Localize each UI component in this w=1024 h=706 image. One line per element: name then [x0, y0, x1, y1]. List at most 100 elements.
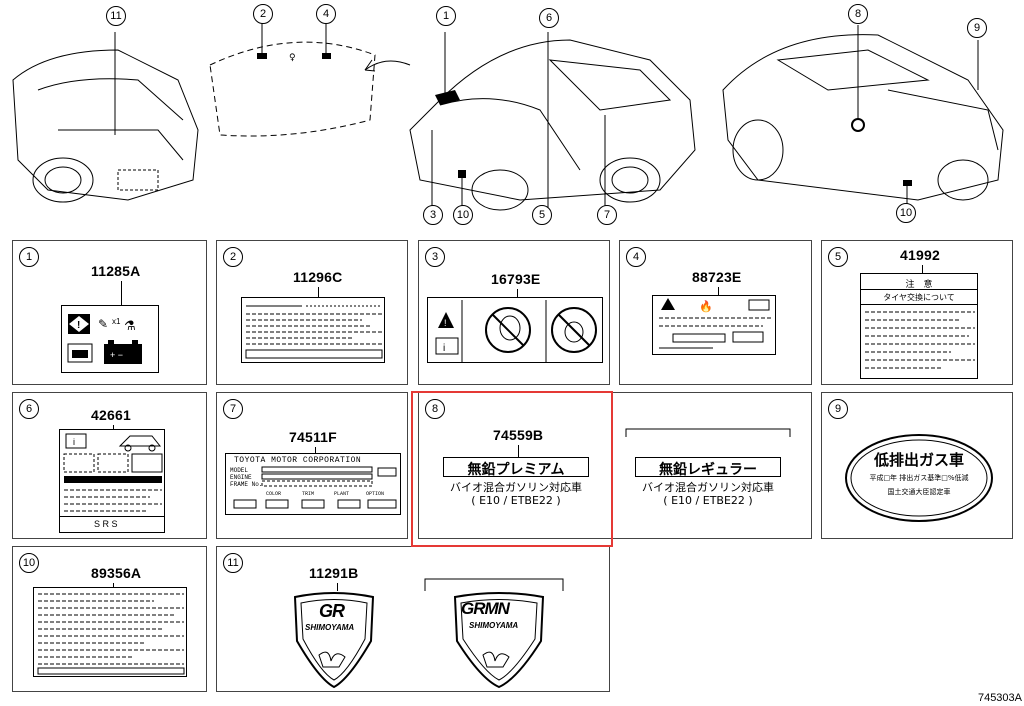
panel-number: 9: [828, 399, 848, 419]
svg-text:i: i: [443, 343, 445, 354]
emission-sticker: 低排出ガス車 平成□年 排出ガス基準□%低減 国土交通大臣認定車: [844, 433, 994, 523]
leader-line: [517, 289, 518, 297]
panel-number: 5: [828, 247, 848, 267]
label-fuel-warning: 🔥: [652, 295, 776, 355]
arrow-illustration: [364, 59, 411, 72]
svg-text:+ −: + −: [110, 350, 123, 360]
hood-illustration: ♀: [209, 23, 376, 137]
callout-9[interactable]: 9: [967, 18, 987, 38]
label-srs-airbag: i S R S: [59, 429, 165, 533]
car-front-left-illustration: [12, 32, 199, 203]
leader-line: [718, 287, 719, 295]
callout-11[interactable]: 11: [106, 6, 126, 26]
plate-col-trim: TRIM: [302, 491, 315, 497]
fuel-label-premium: 無鉛プレミアム バイオ混合ガソリン対応車 ( E10 / ETBE22 ): [441, 457, 591, 515]
panel-6[interactable]: 6 42661 i S R S: [12, 392, 207, 539]
panel-number: 3: [425, 247, 445, 267]
regular-ethanol-text: ( E10 / ETBE22 ): [663, 494, 753, 507]
label-service-info: [241, 297, 385, 363]
regular-text: 無鉛レギュラー: [659, 462, 757, 478]
regular-bio-text: バイオ混合ガソリン対応車: [642, 481, 774, 494]
grmn-badge-shield: [453, 592, 545, 689]
label-vehicle-plate: TOYOTA MOTOR CORPORATION MODEL ENGINE FR…: [225, 453, 401, 515]
panel-number: 8: [425, 399, 445, 419]
srs-text: S R S: [94, 519, 118, 529]
car-center-illustration: [409, 32, 696, 211]
part-code: 74559B: [493, 427, 544, 443]
callout-3[interactable]: 3: [423, 205, 443, 225]
plate-col-color: COLOR: [266, 491, 282, 497]
plate-col-plant: PLANT: [334, 491, 350, 497]
notice-subtitle: タイヤ交換について: [883, 293, 955, 302]
panel-number: 10: [19, 553, 39, 573]
panel-7[interactable]: 7 74511F TOYOTA MOTOR CORPORATION MODEL …: [216, 392, 408, 539]
grmn-badge-logo: GRMN: [461, 599, 510, 618]
svg-text:i: i: [73, 437, 75, 447]
plate-row-engine: ENGINE: [230, 474, 252, 481]
panel-3[interactable]: 3 16793E ! i: [418, 240, 610, 385]
svg-text:🔥: 🔥: [699, 300, 713, 313]
emission-standard-text: 平成□年 排出ガス基準□%低減: [869, 474, 969, 482]
panel-2[interactable]: 2 11296C: [216, 240, 408, 385]
emission-cert-text: 国土交通大臣認定車: [887, 488, 951, 496]
callout-1[interactable]: 1: [436, 6, 456, 26]
bracket-line: [424, 578, 564, 591]
part-code: 89356A: [91, 565, 142, 581]
premium-bio-text: バイオ混合ガソリン対応車: [450, 481, 582, 494]
panel-number: 11: [223, 553, 243, 573]
panel-number: 1: [19, 247, 39, 267]
callout-5[interactable]: 5: [532, 205, 552, 225]
callout-10-rear[interactable]: 10: [896, 203, 916, 223]
gr-badge-shimoyama: SHIMOYAMA: [305, 623, 355, 632]
part-code: 16793E: [491, 271, 541, 287]
svg-text:⚗: ⚗: [124, 319, 136, 334]
bracket-line: [625, 428, 791, 437]
leader-line: [922, 265, 923, 273]
callout-6[interactable]: 6: [539, 8, 559, 28]
leader-line: [113, 583, 114, 589]
svg-text:!: !: [444, 318, 447, 328]
panel-1[interactable]: 1 11285A ! ✎ x1 ⚗ + −: [12, 240, 207, 385]
callout-2[interactable]: 2: [253, 4, 273, 24]
panel-8[interactable]: 8 74559B 無鉛プレミアム バイオ混合ガソリン対応車 ( E10 / ET…: [418, 392, 812, 539]
callout-7[interactable]: 7: [597, 205, 617, 225]
part-code: 41992: [900, 247, 940, 263]
plate-row-frame: FRAME No.: [230, 481, 263, 488]
notice-title: 注 意: [905, 280, 933, 290]
panel-9[interactable]: 9 低排出ガス車 平成□年 排出ガス基準□%低減 国土交通大臣認定車: [821, 392, 1013, 539]
panel-5[interactable]: 5 41992 注 意 タイヤ交換について: [821, 240, 1013, 385]
premium-ethanol-text: ( E10 / ETBE22 ): [471, 494, 561, 507]
panel-number: 2: [223, 247, 243, 267]
panel-11[interactable]: 11 11291B GR SHIMOYAMA GRMN SHIMOYAMA: [216, 546, 610, 692]
leader-line: [518, 445, 519, 457]
illustration-area: ♀ 11 2 4 1 6 8 9: [0, 0, 1024, 232]
panel-number: 6: [19, 399, 39, 419]
leader-line: [337, 583, 338, 591]
leader-line: [315, 447, 316, 453]
plate-title: TOYOTA MOTOR CORPORATION: [234, 456, 362, 465]
callout-10-front[interactable]: 10: [453, 205, 473, 225]
callout-8[interactable]: 8: [848, 4, 868, 24]
label-tire-notice: 注 意 タイヤ交換について: [860, 273, 978, 379]
grmn-badge-shimoyama: SHIMOYAMA: [469, 621, 519, 630]
panel-number: 7: [223, 399, 243, 419]
part-code: 11285A: [91, 263, 141, 279]
plate-col-option: OPTION: [366, 491, 385, 497]
label-bumper-notice: [33, 587, 187, 677]
part-code: 74511F: [289, 429, 337, 445]
gr-badge-shield: [293, 592, 375, 689]
svg-text:✎: ✎: [98, 317, 108, 331]
emission-main-text: 低排出ガス車: [873, 451, 965, 469]
premium-box: 無鉛プレミアム: [443, 457, 589, 478]
panel-4[interactable]: 4 88723E 🔥: [619, 240, 812, 385]
leader-line: [318, 287, 319, 297]
callout-4[interactable]: 4: [316, 4, 336, 24]
gr-badge-logo: GR: [319, 601, 345, 621]
emission-sticker-outline: [845, 434, 993, 522]
part-code: 11296C: [293, 269, 343, 285]
label-airbag-warning: ! i: [427, 297, 603, 363]
svg-text:!: !: [77, 320, 80, 331]
part-code: 42661: [91, 407, 131, 423]
label-warning-battery: ! ✎ x1 ⚗ + −: [61, 305, 159, 373]
panel-10[interactable]: 10 89356A: [12, 546, 207, 692]
